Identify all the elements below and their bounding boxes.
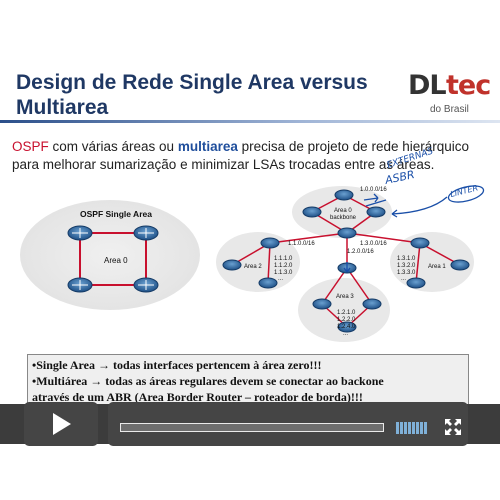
slide-title: Design de Rede Single Area versus Multia… bbox=[16, 70, 376, 120]
area2-net: 1.1.3.0 bbox=[274, 270, 293, 276]
handwritten-externas: EXTERNAS bbox=[386, 146, 435, 170]
area2-net: ... bbox=[278, 276, 283, 282]
volume-bar bbox=[424, 422, 427, 434]
router-icon bbox=[67, 225, 93, 241]
router-icon bbox=[337, 227, 357, 239]
logo-subtitle: do Brasil bbox=[430, 104, 469, 115]
intro-paragraph: OSPF com várias áreas ou multiarea preci… bbox=[12, 138, 492, 174]
volume-bar bbox=[408, 422, 411, 434]
volume-bars[interactable] bbox=[396, 422, 432, 434]
router-icon bbox=[67, 277, 93, 293]
area2-networks: 1.1.1.0 1.1.2.0 1.1.3.0 ... bbox=[274, 256, 293, 282]
bullet-abr: através de um ABR (Area Border Router – … bbox=[32, 390, 363, 404]
title-line-1: Design de Rede Single Area versus bbox=[16, 71, 368, 94]
logo-tec-text: tec bbox=[446, 70, 491, 101]
intro-multiarea: multiarea bbox=[177, 139, 238, 154]
play-icon[interactable] bbox=[53, 413, 71, 435]
fullscreen-icon[interactable] bbox=[444, 418, 462, 436]
router-icon bbox=[312, 298, 332, 310]
multiarea-routers bbox=[222, 189, 470, 333]
asbr-line bbox=[365, 199, 387, 207]
router-icon bbox=[410, 237, 430, 249]
area1-net: 1.3.1.0 bbox=[397, 256, 416, 262]
linter-arrow bbox=[391, 196, 448, 218]
area0-label: Area 0 bbox=[334, 208, 352, 214]
net-mid-label: 1.2.0.0/16 bbox=[347, 249, 374, 255]
title-line-2: Multiarea bbox=[16, 96, 109, 119]
area3-label: Area 3 bbox=[336, 294, 354, 300]
volume-bar bbox=[396, 422, 399, 434]
volume-bar bbox=[420, 422, 423, 434]
volume-bar bbox=[404, 422, 407, 434]
area0-sub-label: backbone bbox=[330, 215, 357, 221]
progress-track[interactable] bbox=[120, 423, 384, 432]
router-icon bbox=[302, 206, 322, 218]
bullet-single-area: •Single Area → todas interfaces pertence… bbox=[32, 358, 322, 372]
area1-label: Area 1 bbox=[428, 264, 446, 270]
area1-net: 1.3.3.0 bbox=[397, 270, 416, 276]
dltec-logo: DL tec do Brasil bbox=[408, 70, 492, 120]
area2-net: 1.1.1.0 bbox=[274, 256, 293, 262]
area3-net: ... bbox=[343, 331, 348, 337]
router-icon bbox=[450, 259, 470, 271]
area2-net: 1.1.2.0 bbox=[274, 263, 293, 269]
single-area-area0-label: Area 0 bbox=[104, 256, 128, 265]
router-icon bbox=[133, 277, 159, 293]
area3-net: 1.2.2.0 bbox=[337, 317, 356, 323]
title-divider bbox=[0, 120, 500, 123]
area2-label: Area 2 bbox=[244, 264, 262, 270]
single-area-cloud bbox=[20, 200, 200, 310]
intro-part-2: precisa de projeto de rede hierárquico p… bbox=[12, 139, 470, 172]
area3-networks: 1.2.1.0 1.2.2.0 1.2.4.0 ... bbox=[337, 310, 356, 337]
single-area-label: OSPF Single Area bbox=[80, 209, 152, 219]
area3-arrow bbox=[343, 262, 351, 273]
router-icon bbox=[258, 277, 278, 289]
area1-net: ... bbox=[401, 276, 406, 282]
net-left-label: 1.1.0.0/16 bbox=[288, 241, 315, 247]
single-area-links bbox=[79, 232, 147, 286]
area3-net: 1.2.4.0 bbox=[337, 324, 356, 330]
asbr-arrow bbox=[363, 193, 379, 203]
logo-dl-text: DL bbox=[408, 70, 447, 101]
volume-bar bbox=[416, 422, 419, 434]
router-icon bbox=[406, 277, 426, 289]
router-icon bbox=[222, 259, 242, 271]
volume-bar bbox=[400, 422, 403, 434]
multiarea-clouds bbox=[216, 186, 474, 342]
router-icon bbox=[334, 189, 354, 201]
intro-ospf: OSPF bbox=[12, 139, 49, 154]
single-area-routers bbox=[67, 225, 159, 293]
router-icon bbox=[366, 206, 386, 218]
area1-net: 1.3.2.0 bbox=[397, 263, 416, 269]
volume-bar bbox=[412, 422, 415, 434]
router-icon bbox=[260, 237, 280, 249]
area3-net: 1.2.1.0 bbox=[337, 310, 356, 316]
router-icon bbox=[337, 321, 357, 333]
router-icon bbox=[133, 225, 159, 241]
net-right-label: 1.3.0.0/16 bbox=[360, 241, 387, 247]
bullet-multiarea: •Multiárea → todas as áreas regulares de… bbox=[32, 374, 384, 388]
handwritten-asbr: ASBR bbox=[383, 168, 416, 187]
intro-part-1: com várias áreas ou bbox=[48, 139, 178, 154]
linter-circle bbox=[447, 185, 485, 203]
net-top-label: 1.0.0.0/16 bbox=[360, 187, 387, 193]
router-icon bbox=[362, 298, 382, 310]
area1-networks: 1.3.1.0 1.3.2.0 1.3.3.0 ... bbox=[397, 256, 416, 282]
